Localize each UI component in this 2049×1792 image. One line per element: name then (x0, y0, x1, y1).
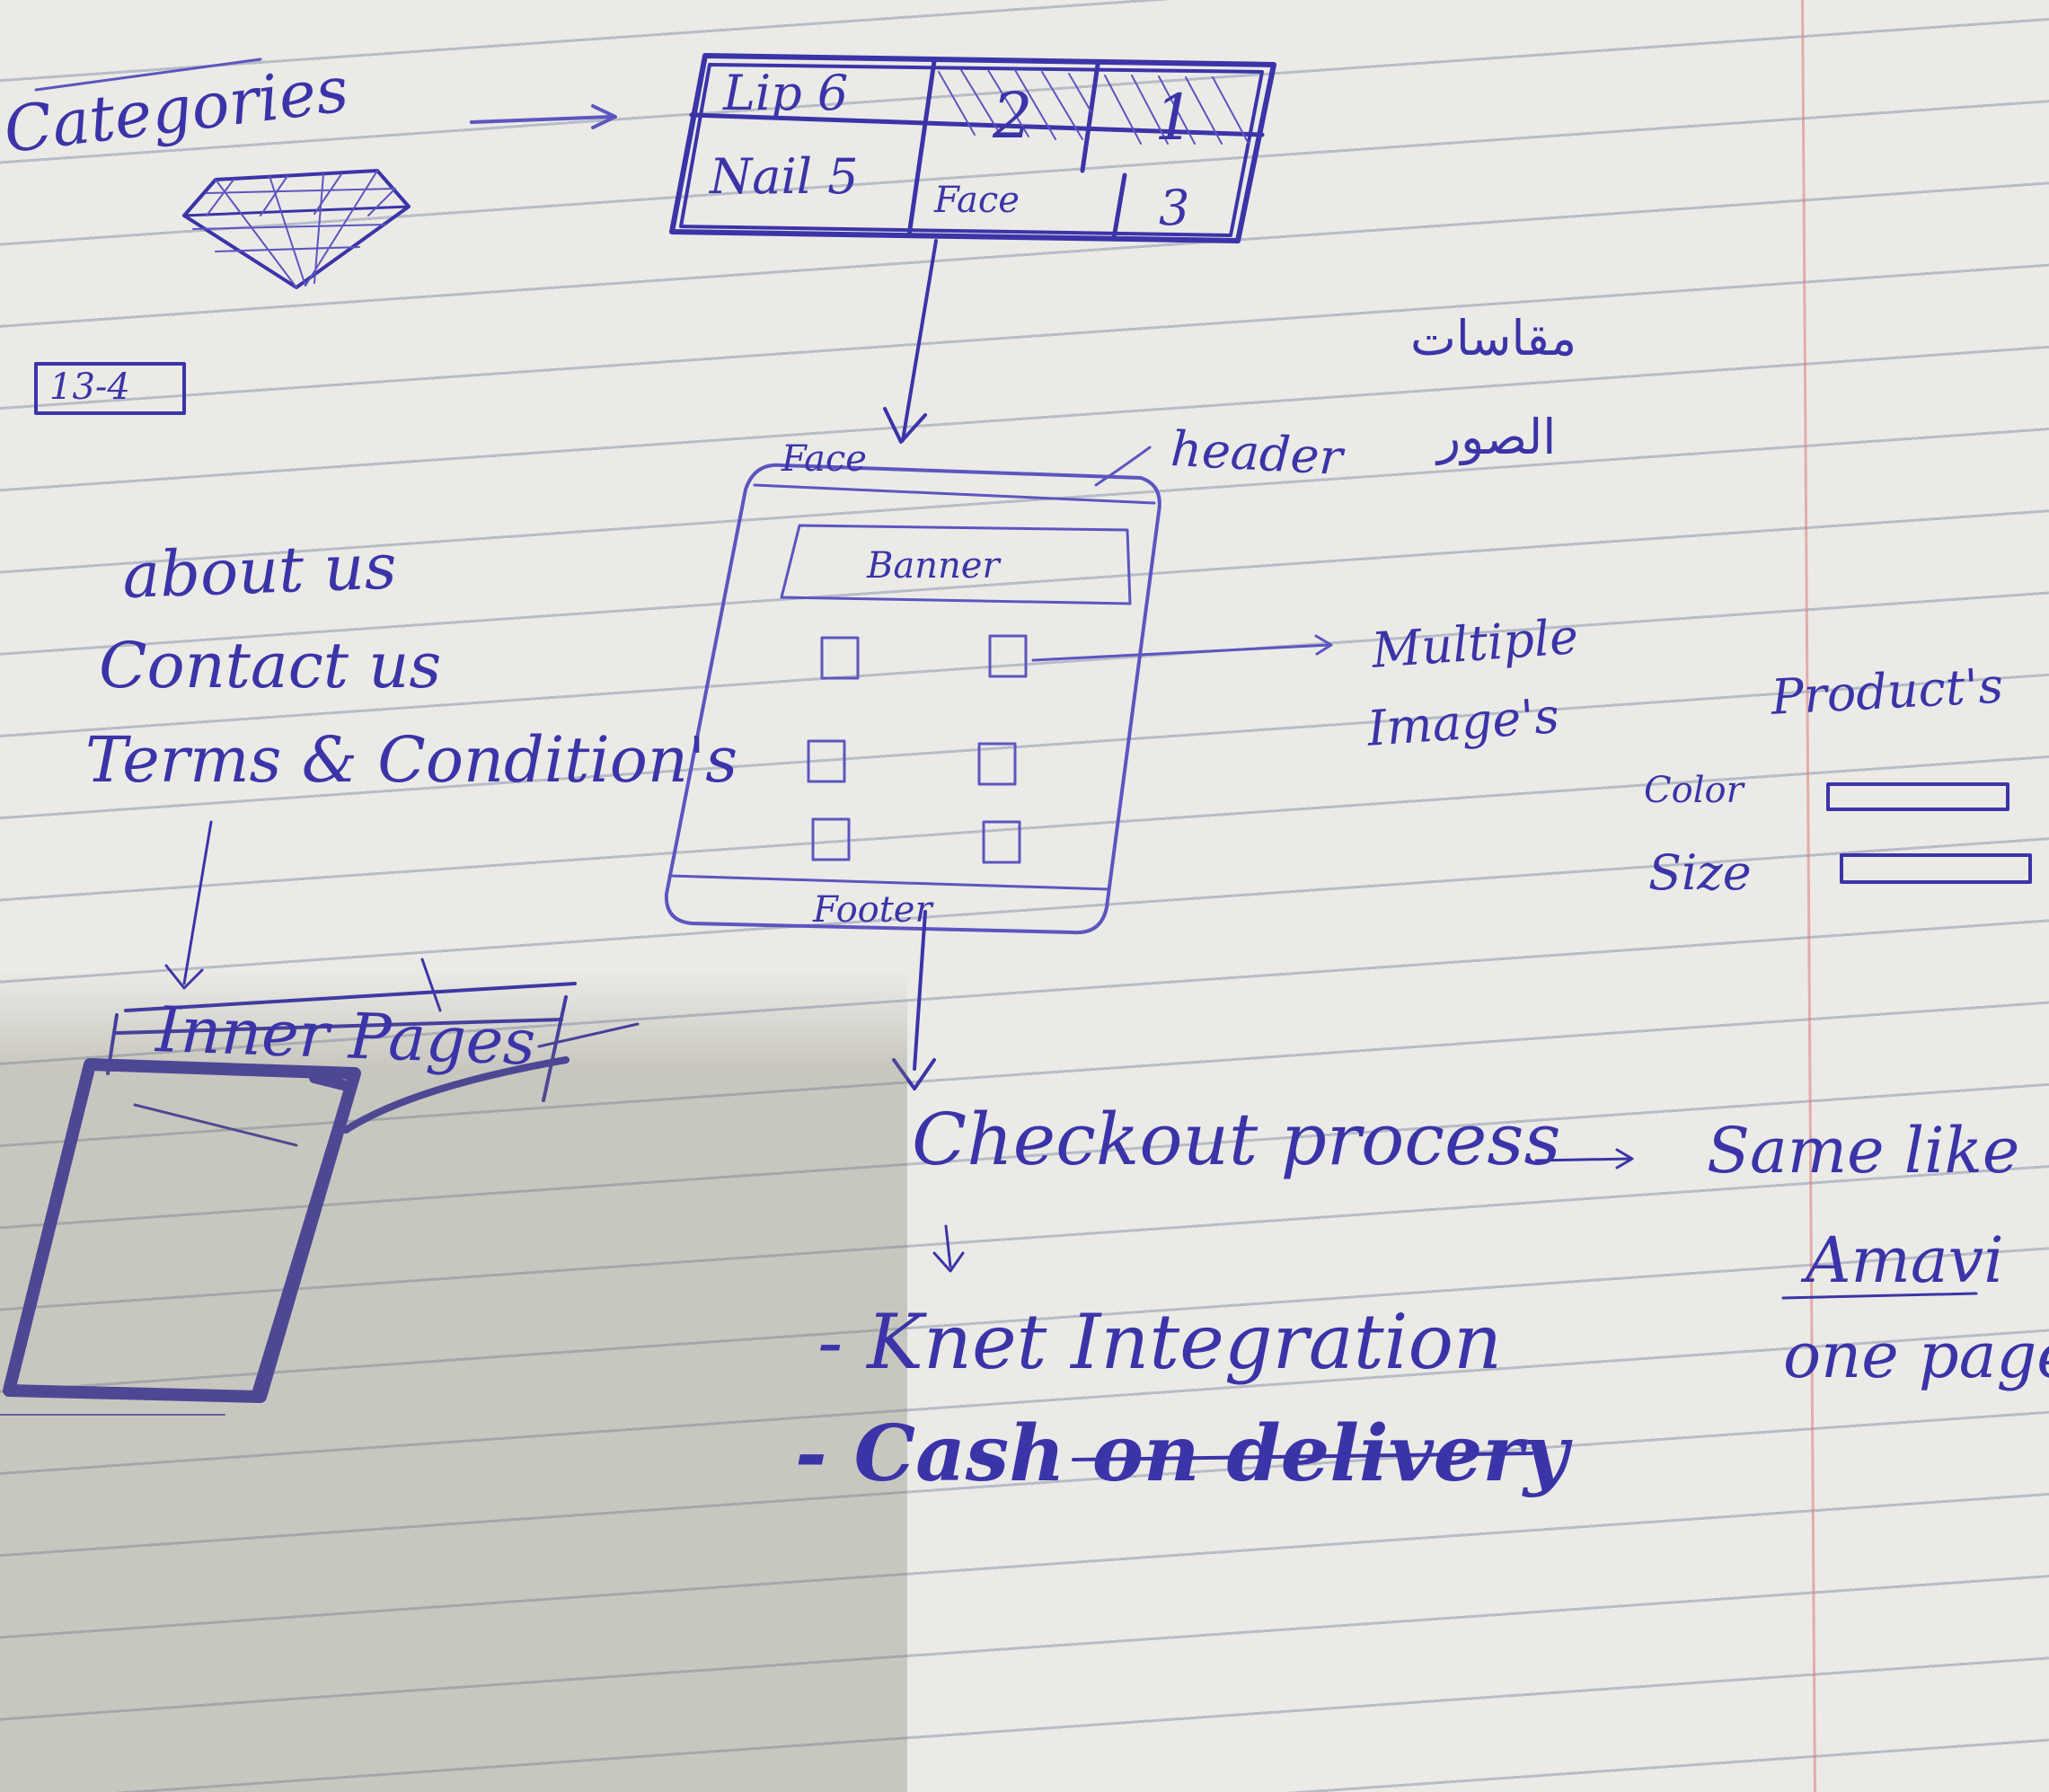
image-square (982, 820, 1021, 864)
multiple-images-arrow (1031, 643, 1331, 662)
color-field (1826, 782, 2009, 811)
size-label: Size (1648, 844, 1752, 901)
face-label: Face (782, 438, 867, 480)
arabic-note-images: الصور (1437, 409, 1557, 465)
footer-label: Footer (813, 889, 932, 931)
delivery-underline (1072, 1452, 1533, 1461)
product-title: Product's (1770, 657, 2005, 726)
face-wireframe (664, 446, 1161, 935)
categories-arrow-head (591, 104, 617, 129)
same-like-arrow-head (1615, 1148, 1634, 1170)
image-square (977, 742, 1017, 786)
inner-pages-box (0, 958, 640, 1416)
color-label: Color (1644, 770, 1744, 811)
image-square (988, 634, 1028, 678)
grid-hatching (938, 69, 1250, 145)
image-square (807, 739, 846, 783)
gem-icon (182, 169, 411, 289)
multiple-images-arrow-head (1314, 634, 1333, 656)
categories-strike (34, 57, 262, 92)
knet-item: - Knet Integration (817, 1298, 1503, 1386)
banner-label: Banner (867, 545, 1000, 587)
image-square (811, 817, 851, 861)
grid-to-face-arrow (901, 239, 938, 442)
grid-label-face: Face (934, 180, 1020, 221)
terms-link: Terms & Condition's (85, 723, 738, 797)
checkout-title: Checkout process (912, 1098, 1561, 1181)
categories-grid (669, 53, 1276, 243)
categories-arrow (470, 115, 613, 124)
banner-box (780, 524, 1132, 605)
same-like-arrow (1534, 1157, 1632, 1162)
checkout-down-arrow (944, 1224, 952, 1268)
arabic-note-sizes: مقاسات (1410, 310, 1577, 366)
grid-label-1: 1 (1154, 81, 1195, 154)
terms-arrow-head (164, 964, 204, 990)
size-field (1840, 853, 2032, 884)
grid-label-nail: Nail 5 (710, 148, 859, 205)
grid-label-2: 2 (993, 79, 1033, 153)
footer-to-checkout-arrow-head (892, 1058, 936, 1090)
about-us-link: about us (121, 529, 398, 613)
grid-label-3: 3 (1159, 180, 1190, 236)
categories-counter: 13-4 (49, 366, 130, 408)
counter-box (34, 362, 186, 415)
image-square (820, 636, 860, 680)
footer-to-checkout-arrow (913, 910, 927, 1071)
amavi-note: Amavi (1806, 1223, 2004, 1297)
header-label: header (1169, 420, 1345, 486)
one-page-note: one page (1783, 1319, 2049, 1392)
inner-pages-label: Inner Pages (155, 993, 537, 1080)
grid-label-lip: Lip 6 (723, 65, 849, 121)
grid-to-face-arrow-head (883, 407, 927, 444)
cod-item: - Cash on delivery (795, 1408, 1568, 1499)
terms-arrow (182, 820, 213, 985)
amavi-underline (1781, 1292, 1978, 1300)
checkout-down-arrow-head (932, 1251, 965, 1273)
same-like-note: Same like (1707, 1114, 2020, 1187)
contact-us-link: Contact us (99, 629, 442, 702)
